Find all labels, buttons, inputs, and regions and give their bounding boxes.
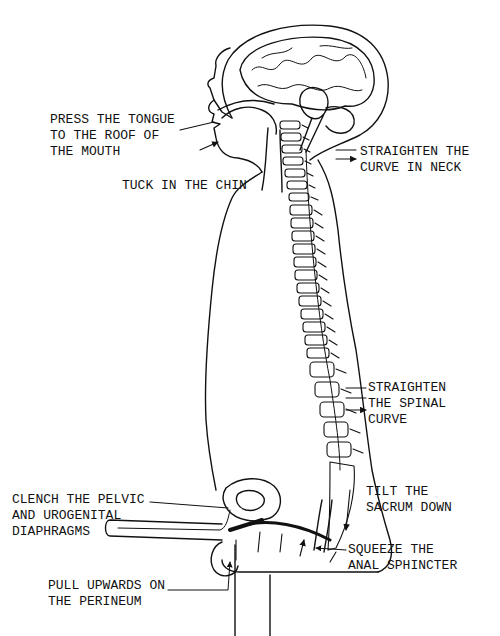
direction-arrow (346, 388, 366, 410)
annotation-label: STRAIGHTEN THE CURVE IN NECK (360, 144, 474, 176)
annotation-label: TILT THE SACRUM DOWN (366, 484, 456, 516)
direction-arrow (336, 150, 356, 159)
rectum (314, 500, 332, 552)
spine (280, 121, 363, 562)
direction-arrow (236, 532, 304, 560)
direction-arrow (346, 490, 350, 530)
body-front (205, 172, 262, 490)
brain-stem (300, 88, 328, 152)
annotation-label: PULL UPWARDS ON THE PERINEUM (48, 578, 170, 610)
brain (240, 37, 374, 109)
annotation-label: CLENCH THE PELVIC AND UROGENITAL DIAPHRA… (12, 492, 149, 540)
throat (262, 128, 282, 192)
leader-line (150, 502, 228, 508)
annotation-label: STRAIGHTEN THE SPINAL CURVE (368, 380, 451, 428)
leader-line (316, 548, 346, 550)
urogenital-diaphragm (230, 520, 262, 530)
pelvis (223, 479, 280, 521)
head-outline (222, 25, 388, 160)
face-lower (209, 100, 262, 172)
scrotum (211, 542, 238, 576)
leader-line (168, 562, 230, 590)
annotation-label: TUCK IN THE CHIN (122, 178, 255, 194)
spinal-cord (306, 150, 340, 470)
cerebellum (326, 107, 354, 133)
face-profile (208, 48, 232, 118)
annotation-label: PRESS THE TONGUE TO THE ROOF OF THE MOUT… (50, 112, 180, 160)
palate (218, 101, 274, 110)
annotation-label: SQUEEZE THE ANAL SPHINCTER (348, 542, 462, 574)
inner-duct (118, 510, 230, 530)
brain-folds (252, 46, 366, 91)
direction-arrow (180, 122, 218, 150)
